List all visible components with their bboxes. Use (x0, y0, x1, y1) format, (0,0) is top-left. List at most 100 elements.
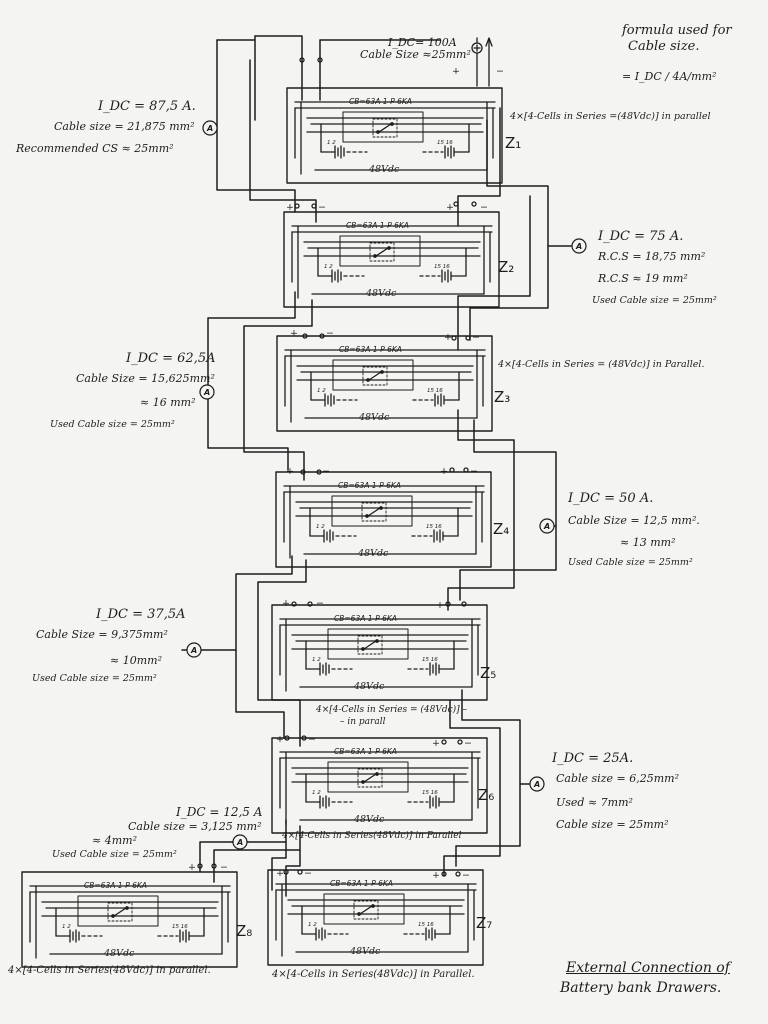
calc-375-approx: ≈ 10mm² (110, 654, 162, 667)
cell-numbers-left-z7: 1 2 (308, 922, 317, 928)
voltage-label-z5: 48Vdc (353, 681, 385, 692)
calc-875-current: I_DC = 87,5 A. (98, 99, 196, 114)
calc-875-cable: Cable size = 21,875 mm² (54, 120, 195, 133)
svg-text:−: − (480, 202, 488, 213)
svg-text:A: A (543, 522, 550, 531)
svg-text:+: + (444, 332, 452, 343)
svg-text:−: − (326, 328, 334, 339)
cell-numbers-left-z4: 1 2 (316, 524, 325, 530)
supply-cable: Cable Size ≈25mm² (360, 48, 471, 61)
svg-text:+: + (432, 870, 440, 881)
calc-125-current: I_DC = 12,5 A (176, 805, 263, 819)
svg-text:−: − (322, 466, 330, 477)
calc-625-approx: ≈ 16 mm² (140, 396, 196, 409)
svg-text:−: − (220, 862, 228, 873)
diagram-title-line2: Battery bank Drawers. (560, 980, 722, 996)
calc-25-current: I_DC = 25A. (552, 751, 634, 766)
cell-numbers-right-z6: 15 16 (422, 790, 438, 796)
breaker-label-z3: CB=63A 1-P 6KA (339, 345, 402, 354)
svg-text:A: A (206, 124, 213, 133)
svg-text:+: + (446, 202, 454, 213)
calc-375-current: I_DC = 37,5A (96, 607, 186, 622)
cell-numbers-left-z5: 1 2 (312, 657, 321, 663)
voltage-label-z2: 48Vdc (365, 288, 397, 299)
svg-text:A: A (575, 242, 582, 251)
drawer-label-z6: Z₆ (478, 786, 495, 804)
svg-text:+: + (188, 862, 196, 873)
calc-75-used: Used Cable size = 25mm² (592, 295, 717, 306)
calc-75-current: I_DC = 75 A. (598, 229, 684, 244)
cell-numbers-left-z2: 1 2 (324, 264, 333, 270)
svg-text:+: + (276, 734, 284, 745)
terminal-polarity: +− +− +− +− +− +− +− +− +− +− +− +− +− +… (188, 66, 504, 881)
calc-375-cable: Cable Size = 9,375mm² (36, 628, 168, 641)
breaker-label-z6: CB=63A 1-P 6KA (334, 747, 397, 756)
breaker-label-z8: CB=63A 1-P 6KA (84, 881, 147, 890)
voltage-label-z7: 48Vdc (349, 946, 381, 957)
voltage-label-z3: 48Vdc (358, 412, 390, 423)
svg-text:+: + (282, 598, 290, 609)
drawer-label-z8: Z₈ (236, 922, 253, 940)
calc-50-cable: Cable Size = 12,5 mm². (568, 514, 700, 527)
cell-numbers-right-z7: 15 16 (418, 922, 434, 928)
cell-numbers-left-z1: 1 2 (327, 140, 336, 146)
drawer-label-z4: Z₄ (493, 520, 510, 538)
svg-text:−: − (462, 870, 470, 881)
calc-25-used2: Cable size = 25mm² (556, 818, 669, 831)
svg-text:−: − (318, 202, 326, 213)
parallel-note-z1: 4×[4-Cells in Series =(48Vdc)] in parall… (510, 111, 711, 122)
cell-numbers-right-z2: 15 16 (434, 264, 450, 270)
drawer-label-z5: Z₅ (480, 664, 497, 682)
diagram-title-line1: External Connection of (566, 960, 730, 976)
calc-125-used: Used Cable size = 25mm² (52, 849, 177, 860)
calc-625-current: I_DC = 62,5A (126, 351, 216, 366)
cell-numbers-left-z3: 1 2 (317, 388, 326, 394)
svg-text:−: − (304, 868, 312, 879)
drawer-label-z1: Z₁ (505, 134, 522, 152)
supply-current: I_DC= 100A (388, 36, 457, 49)
svg-text:+: + (290, 328, 298, 339)
drawer-label-z3: Z₃ (494, 388, 511, 406)
breaker-label-z4: CB=63A 1-P 6KA (338, 481, 401, 490)
calc-625-cable: Cable Size = 15,625mm² (76, 372, 215, 385)
cell-numbers-left-z6: 1 2 (312, 790, 321, 796)
svg-text:−: − (308, 734, 316, 745)
breaker-label-z2: CB=63A 1-P 6KA (346, 221, 409, 230)
cell-numbers-right-z1: 15 16 (437, 140, 453, 146)
svg-text:−: − (468, 600, 476, 611)
calc-75-rcs2: R.C.S ≈ 19 mm² (598, 272, 688, 285)
calc-375-used: Used Cable size = 25mm² (32, 673, 157, 684)
parallel-note-z3: 4×[4-Cells in Series = (48Vdc)] in Paral… (498, 359, 705, 370)
calc-50-approx: ≈ 13 mm² (620, 536, 676, 549)
parallel-note-z6: 4×[4-Cells in Series(48Vdc)] in Parallel (282, 831, 462, 841)
breaker-label-z1: CB=63A 1-P 6KA (349, 97, 412, 106)
svg-text:−: − (470, 466, 478, 477)
svg-text:A: A (533, 780, 540, 789)
calc-25-used: Used ≈ 7mm² (556, 796, 633, 809)
calc-125-approx: ≈ 4mm² (92, 834, 137, 847)
svg-text:−: − (464, 738, 472, 749)
calc-50-current: I_DC = 50 A. (568, 491, 654, 506)
svg-text:+: + (432, 738, 440, 749)
supply-terminals (471, 37, 493, 87)
breaker-label-z5: CB=63A 1-P 6KA (334, 614, 397, 623)
parallel-note-z8: 4×[4-Cells in Series(48Vdc)] in parallel… (8, 965, 211, 976)
svg-text:A: A (203, 388, 210, 397)
calc-25-cable: Cable size = 6,25mm² (556, 772, 679, 785)
parallel-note-z5a: 4×[4-Cells in Series = (48Vdc)] – (316, 705, 468, 715)
cell-numbers-right-z3: 15 16 (427, 388, 443, 394)
cell-numbers-right-z5: 15 16 (422, 657, 438, 663)
calc-125-cable: Cable size = 3,125 mm² (128, 820, 262, 833)
formula-line1: formula used for (622, 23, 732, 38)
svg-text:A: A (236, 838, 243, 847)
voltage-label-z1: 48Vdc (368, 164, 400, 175)
drawer-label-z2: Z₂ (498, 258, 515, 276)
svg-text:+: + (276, 868, 284, 879)
formula-line2: Cable size. (628, 39, 700, 54)
formula-eq: = I_DC / 4A/mm² (622, 70, 717, 83)
cell-numbers-right-z8: 15 16 (172, 924, 188, 930)
svg-text:−: − (496, 66, 504, 77)
calc-50-used: Used Cable size = 25mm² (568, 557, 693, 568)
voltage-label-z8: 48Vdc (103, 948, 135, 959)
